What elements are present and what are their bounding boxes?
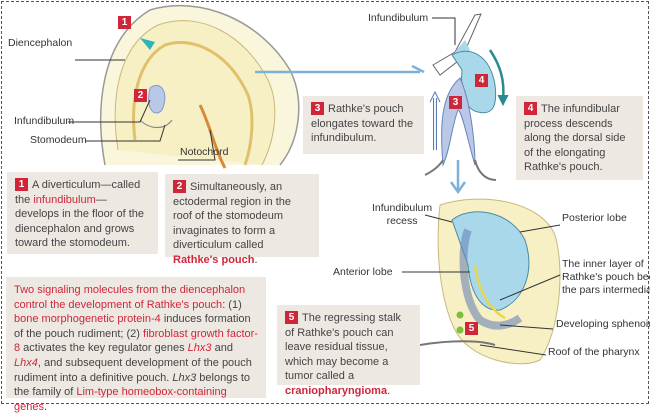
label-anterior-lobe: Anterior lobe — [333, 266, 393, 278]
label-posterior-lobe: Posterior lobe — [562, 212, 627, 224]
figure-border — [1, 1, 649, 404]
label-sphenoid-bone: Developing sphenoid bone — [556, 318, 650, 330]
label-infundibulum-top: Infundibulum — [368, 12, 429, 24]
embryo-head-illustration — [68, 4, 300, 169]
step-1-badge: 1 — [118, 16, 131, 29]
label-diencephalon: Diencephalon — [8, 37, 73, 49]
step-3-badge: 3 — [449, 96, 462, 109]
label-roof-pharynx: Roof of the pharynx — [548, 346, 640, 358]
label-infundibulum: Infundibulum — [14, 115, 75, 127]
step-4-badge: 4 — [475, 74, 488, 87]
label-stomodeum: Stomodeum — [30, 134, 87, 146]
step-2-badge: 2 — [134, 89, 147, 102]
signaling-molecules-box: Two signaling molecules from the diencep… — [6, 277, 266, 413]
label-notochord: Notochord — [180, 146, 229, 158]
pouch-elongation-illustration — [424, 13, 509, 181]
step-5-badge: 5 — [465, 322, 478, 335]
